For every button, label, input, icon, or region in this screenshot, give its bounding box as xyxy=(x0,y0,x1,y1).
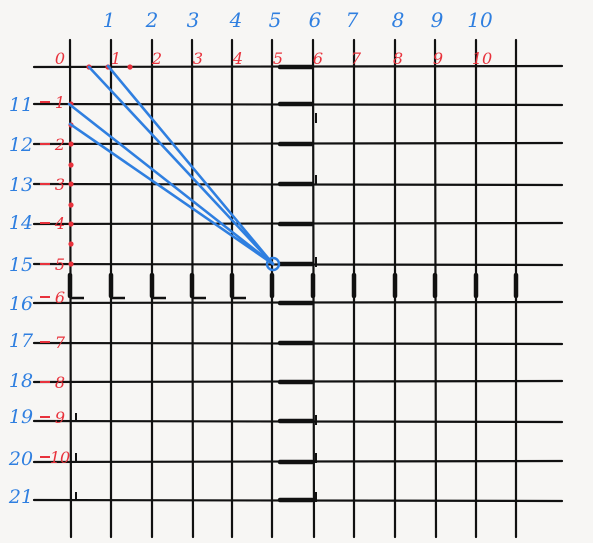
top-blue-label: 4 xyxy=(229,8,243,32)
left-red-label: 4 xyxy=(54,214,65,233)
tick-marks xyxy=(67,64,519,503)
left-red-label: 9 xyxy=(55,408,65,427)
top-blue-label: 9 xyxy=(431,8,444,32)
top-red-label: 9 xyxy=(433,49,443,68)
blue-ray xyxy=(68,122,275,266)
blue-ray xyxy=(87,65,275,266)
top-red-label: 5 xyxy=(273,49,283,68)
red-dot xyxy=(68,181,74,187)
left-red-label: 8 xyxy=(55,373,65,392)
red-dots xyxy=(68,64,133,267)
left-blue-label: 16 xyxy=(9,293,33,315)
left-blue-label: 18 xyxy=(9,370,33,392)
top-red-label: 8 xyxy=(393,49,403,68)
blue-ray-lines xyxy=(67,64,281,272)
top-blue-label: 10 xyxy=(467,8,493,32)
top-red-label: 6 xyxy=(313,49,323,68)
left-blue-label: 17 xyxy=(9,330,34,352)
left-red-label: 10 xyxy=(50,448,70,467)
left-blue-label: 14 xyxy=(9,212,33,234)
top-blue-label: 8 xyxy=(392,8,405,32)
left-red-label: 6 xyxy=(55,288,65,307)
blue-ray xyxy=(67,102,275,266)
left-red-label: 7 xyxy=(55,333,66,352)
red-dot xyxy=(68,261,74,267)
top-red-label: 7 xyxy=(351,49,362,68)
top-blue-label: 3 xyxy=(187,8,200,32)
red-dot xyxy=(68,141,74,147)
left-red-label: 2 xyxy=(54,135,65,154)
top-red-label: 3 xyxy=(193,49,203,68)
left-blue-label: 20 xyxy=(8,448,33,470)
red-dot xyxy=(127,64,133,70)
left-blue-label: 15 xyxy=(9,254,33,276)
left-blue-label: 11 xyxy=(9,94,33,116)
top-red-label: 2 xyxy=(151,49,162,68)
top-red-label: 4 xyxy=(232,49,243,68)
left-red-label: 3 xyxy=(55,175,65,194)
left-red-label: 5 xyxy=(55,255,65,274)
left-blue-label: 21 xyxy=(8,486,33,508)
top-blue-label: 1 xyxy=(103,8,116,32)
left-blue-label: 13 xyxy=(9,174,33,196)
target-circle xyxy=(265,256,281,272)
top-blue-label: 6 xyxy=(309,8,322,32)
top-blue-label: 5 xyxy=(269,8,282,32)
red-dot xyxy=(68,162,74,168)
top-red-label: 10 xyxy=(472,49,492,68)
red-dot xyxy=(68,241,74,247)
red-dot xyxy=(68,221,74,227)
left-blue-label: 19 xyxy=(9,406,33,428)
top-blue-label: 2 xyxy=(145,8,159,32)
left-red-label: 1 xyxy=(55,93,65,112)
left-blue-label: 12 xyxy=(9,134,33,156)
top-red-label: 1 xyxy=(111,49,121,68)
blue-ray xyxy=(106,64,275,266)
top-blue-label: 7 xyxy=(346,8,359,32)
red-dot xyxy=(68,202,74,208)
top-red-label: 0 xyxy=(55,49,65,68)
